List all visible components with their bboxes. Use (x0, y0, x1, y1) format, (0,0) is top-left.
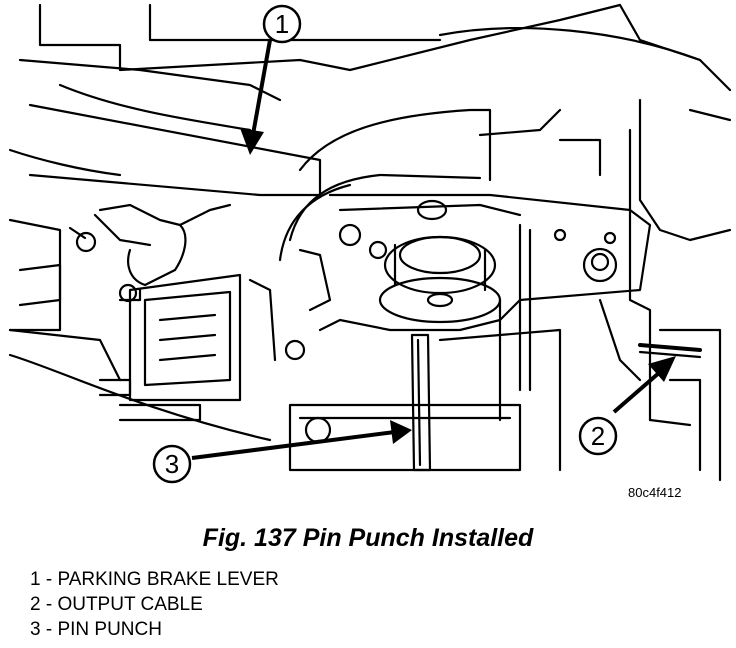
callout-1-leader (250, 39, 272, 141)
callout-3-circle (152, 444, 192, 484)
callout-1-number: 1 (275, 9, 289, 39)
callout-2-arrowhead (648, 356, 676, 382)
legend: 1 - PARKING BRAKE LEVER 2 - OUTPUT CABLE… (30, 567, 279, 642)
callout-3-leader (191, 430, 396, 460)
callout-2-circle (578, 416, 618, 456)
legend-item-output-cable: 2 - OUTPUT CABLE (30, 594, 203, 615)
figure-code: 80c4f412 (628, 485, 682, 500)
callout-2-leader (612, 370, 662, 414)
legend-item-pin-punch: 3 - PIN PUNCH (30, 619, 162, 640)
callout-3-number: 3 (165, 449, 179, 479)
callout-3-arrowhead (390, 420, 412, 444)
line-drawing: 1 2 3 (8, 3, 732, 484)
callout-1-arrowhead (240, 128, 264, 155)
figure-caption: Fig. 137 Pin Punch Installed (202, 524, 534, 552)
legend-item-parking-brake-lever: 1 - PARKING BRAKE LEVER (30, 569, 279, 590)
callout-1-circle (262, 4, 302, 44)
callout-2-number: 2 (591, 421, 605, 451)
